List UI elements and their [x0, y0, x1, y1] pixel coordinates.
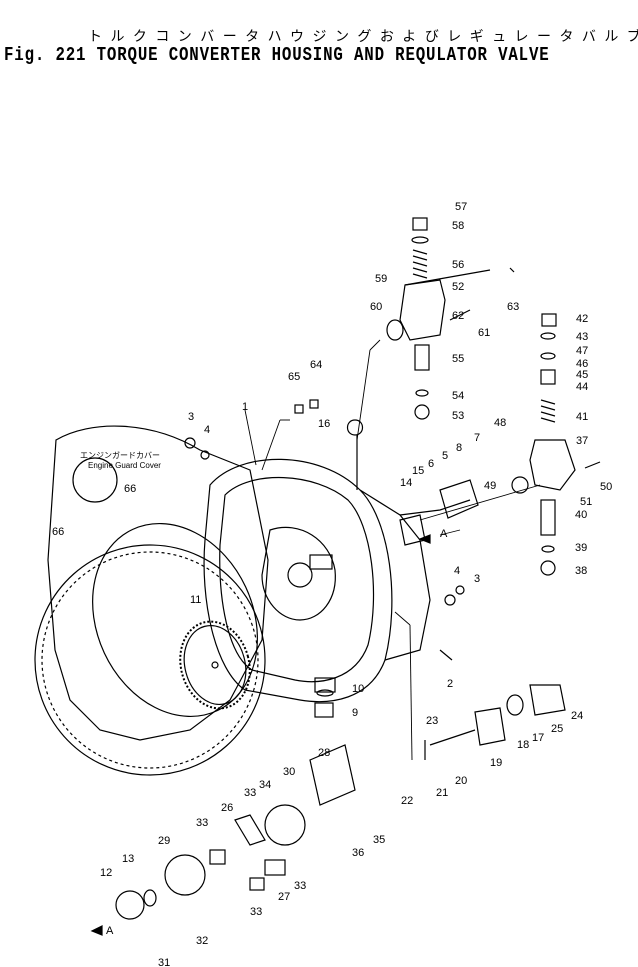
engine-guard-cover-label-en: Engine Guard Cover — [88, 461, 161, 470]
part-callout-44: 44 — [576, 381, 588, 393]
part-callout-54: 54 — [452, 390, 464, 402]
part-callout-9: 9 — [352, 707, 358, 719]
part-callout-43: 43 — [576, 331, 588, 343]
part-callout-52: 52 — [452, 281, 464, 293]
part-callout-50: 50 — [600, 481, 612, 493]
part-callout-58: 58 — [452, 220, 464, 232]
part-callout-24: 24 — [571, 710, 583, 722]
part-callout-60: 60 — [370, 301, 382, 313]
part-callout-3: 3 — [188, 411, 194, 423]
part-callout-39: 39 — [575, 542, 587, 554]
part-callout-26: 26 — [221, 802, 233, 814]
part-callout-64: 64 — [310, 359, 322, 371]
part-callout-40: 40 — [575, 509, 587, 521]
part-callout-38: 38 — [575, 565, 587, 577]
part-callout-47: 47 — [576, 345, 588, 357]
figure-title-english: Fig. 221 TORQUE CONVERTER HOUSING AND RE… — [4, 44, 550, 66]
arrow-a-upper — [418, 534, 431, 544]
part-callout-23: 23 — [426, 715, 438, 727]
part-callout-62: 62 — [452, 310, 464, 322]
part-callout-5: 5 — [442, 450, 448, 462]
part-callout-57: 57 — [455, 201, 467, 213]
arrow-a-lower — [90, 925, 103, 936]
part-callout-20: 20 — [455, 775, 467, 787]
part-callout-22: 22 — [401, 795, 413, 807]
part-callout-10: 10 — [352, 683, 364, 695]
part-callout-17: 17 — [532, 732, 544, 744]
part-callout-28: 28 — [318, 747, 330, 759]
engine-guard-cover — [47, 425, 269, 741]
part-callout-46: 46 — [576, 358, 588, 370]
part-callout-13: 13 — [122, 853, 134, 865]
part-callout-11: 11 — [190, 594, 201, 606]
part-callout-6: 6 — [428, 458, 434, 470]
part-callout-4: 4 — [204, 424, 210, 436]
part-callout-25: 25 — [551, 723, 563, 735]
part-callout-66: 66 — [124, 483, 136, 495]
part-callout-66: 66 — [52, 526, 64, 538]
arrow-a-label-lower: A — [106, 925, 114, 937]
gasket-66-inner — [92, 522, 258, 718]
part-callout-2: 2 — [447, 678, 453, 690]
regulator-valve-upper — [386, 217, 515, 420]
part-callout-65: 65 — [288, 371, 300, 383]
ring-gear-11 — [179, 620, 251, 710]
engine-guard-cover-label-jp: エンジンガードカバー — [80, 450, 160, 460]
part-callout-29: 29 — [158, 835, 170, 847]
part-callout-45: 45 — [576, 369, 588, 381]
part-callout-1: 1 — [242, 401, 248, 413]
part-callout-31: 31 — [158, 957, 170, 967]
part-callout-36: 36 — [352, 847, 364, 859]
part-callout-18: 18 — [517, 739, 529, 751]
part-callout-3: 3 — [474, 573, 480, 585]
part-callout-21: 21 — [436, 787, 448, 799]
pump-assembly — [424, 684, 566, 760]
part-callout-27: 27 — [278, 891, 290, 903]
part-callout-61: 61 — [478, 327, 490, 339]
part-callout-48: 48 — [494, 417, 506, 429]
part-callout-51: 51 — [580, 496, 592, 508]
part-callout-42: 42 — [576, 313, 588, 325]
part-callout-16: 16 — [318, 418, 330, 430]
part-callout-35: 35 — [373, 834, 385, 846]
part-callout-8: 8 — [456, 442, 462, 454]
part-callout-37: 37 — [576, 435, 588, 447]
part-callout-33: 33 — [244, 787, 256, 799]
pto-assembly — [115, 744, 356, 920]
part-callout-30: 30 — [283, 766, 295, 778]
part-callout-4: 4 — [454, 565, 460, 577]
part-callout-41: 41 — [576, 411, 588, 423]
part-callout-33: 33 — [294, 880, 306, 892]
torque-converter-housing — [203, 458, 471, 703]
part-callout-14: 14 — [400, 477, 412, 489]
part-callout-56: 56 — [452, 259, 464, 271]
part-callout-32: 32 — [196, 935, 208, 947]
part-callout-33: 33 — [250, 906, 262, 918]
gasket-66-outer — [34, 544, 266, 776]
cover-plate-5 — [399, 479, 479, 546]
part-callout-7: 7 — [474, 432, 480, 444]
part-callout-15: 15 — [412, 465, 424, 477]
part-callout-49: 49 — [484, 480, 496, 492]
part-callout-59: 59 — [375, 273, 387, 285]
part-callout-53: 53 — [452, 410, 464, 422]
part-callout-55: 55 — [452, 353, 464, 365]
part-callout-63: 63 — [507, 301, 519, 313]
arrow-a-label-upper: A — [440, 528, 448, 540]
figure-title-japanese: ト ル ク コ ン バ ー タ ハ ウ ジ ン グ お よ び レ ギ ュ レ … — [88, 29, 638, 45]
part-callout-19: 19 — [490, 757, 502, 769]
part-callout-12: 12 — [100, 867, 112, 879]
regulator-valve-right — [511, 313, 601, 576]
part-callout-33: 33 — [196, 817, 208, 829]
header: ト ル ク コ ン バ ー タ ハ ウ ジ ン グ お よ び レ ギ ュ レ … — [0, 0, 638, 80]
misc-fittings — [184, 399, 465, 718]
leader-lines — [244, 339, 541, 761]
part-callout-34: 34 — [259, 779, 271, 791]
